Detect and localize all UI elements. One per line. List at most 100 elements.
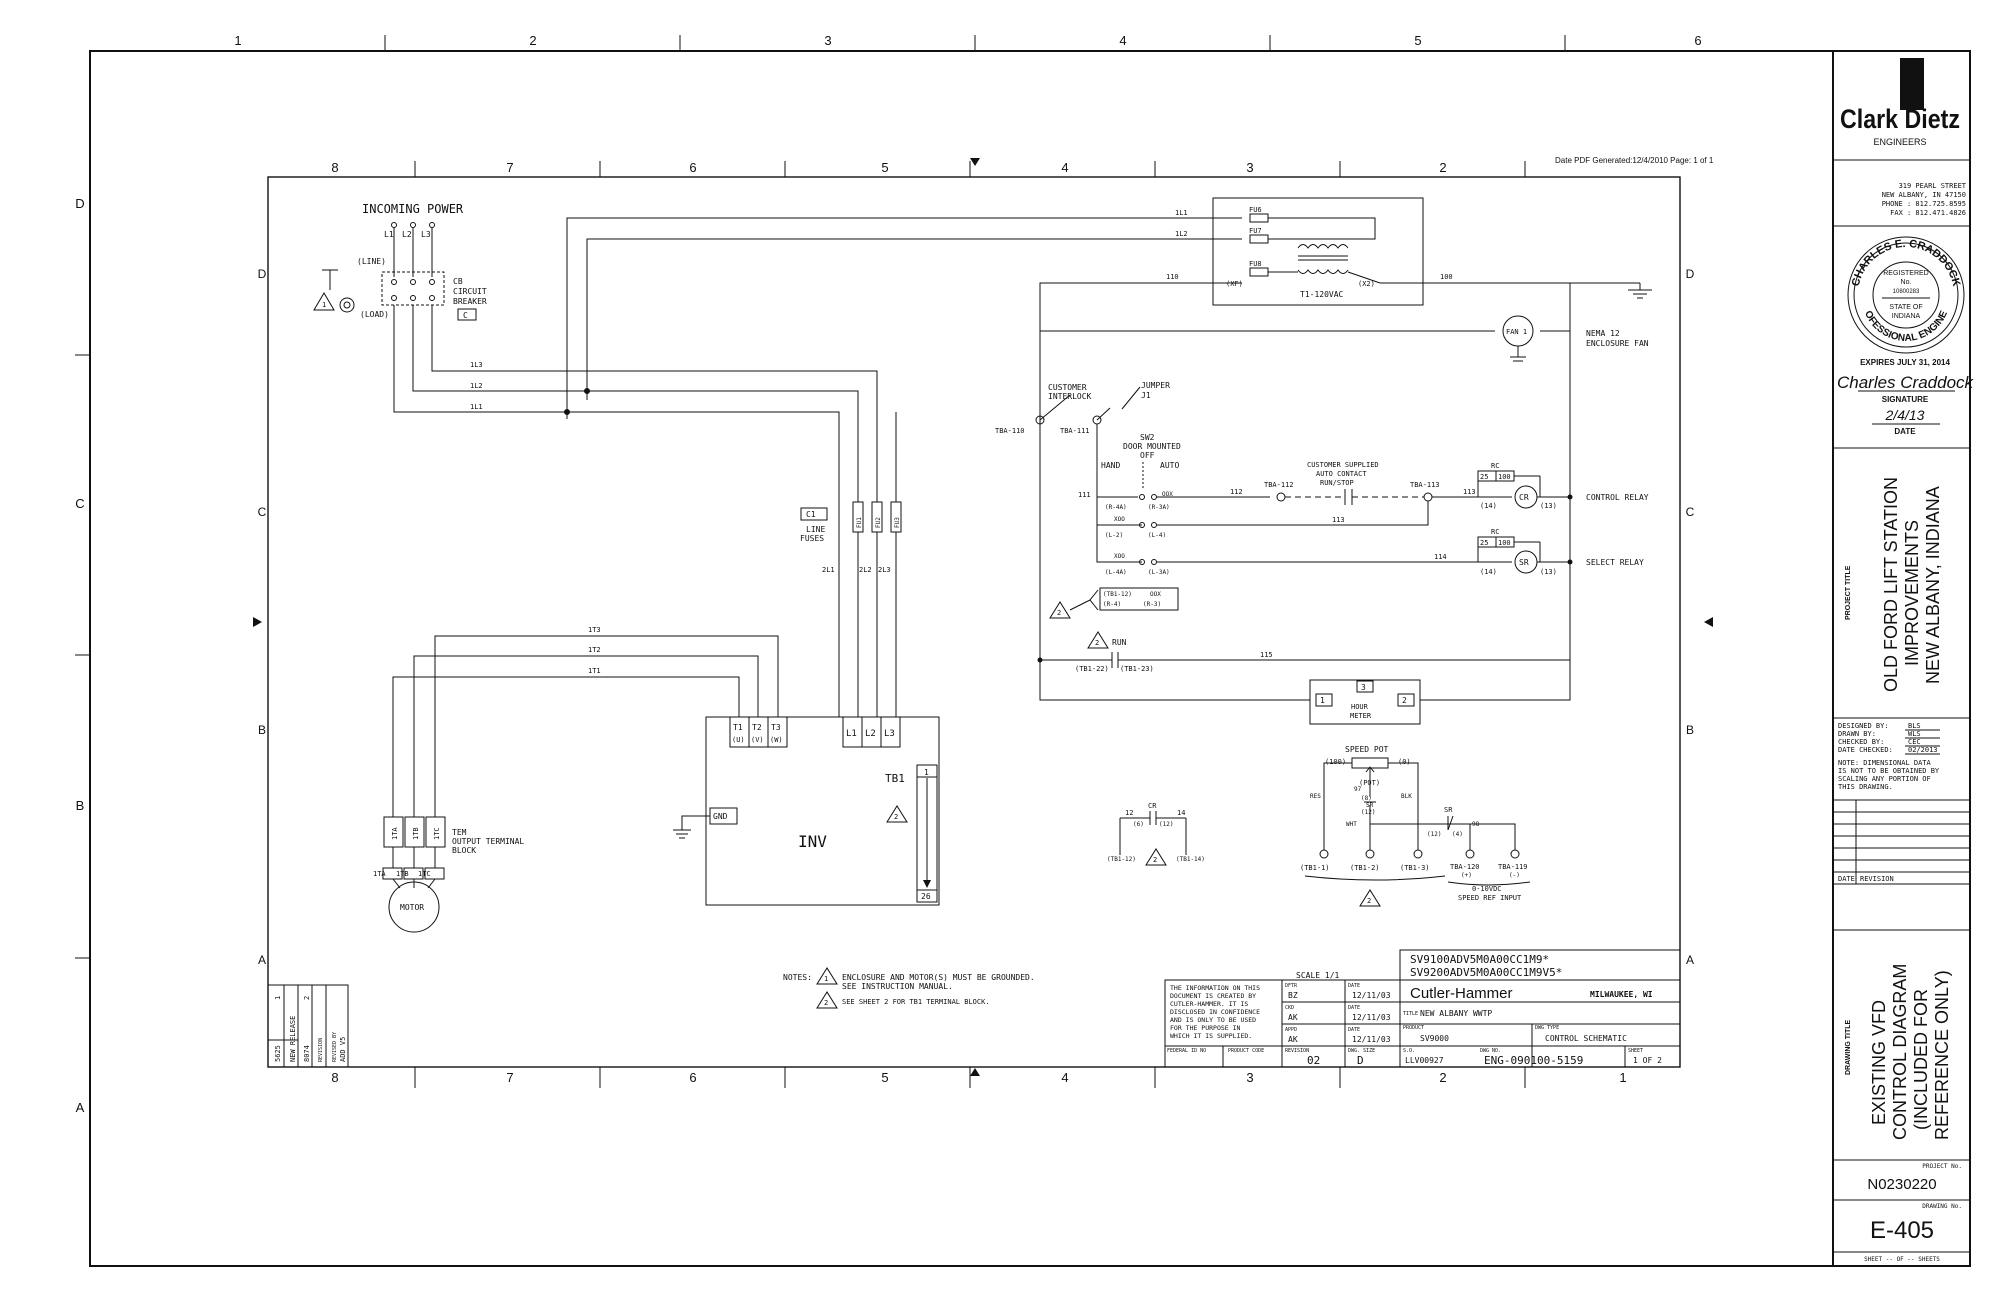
pdf-generated-note: Date PDF Generated:12/4/2010 Page: 1 of …	[1555, 156, 1714, 165]
svg-text:AK: AK	[1288, 1013, 1298, 1022]
svg-text:REVISION: REVISION	[1285, 1048, 1309, 1054]
svg-text:OLD FORD LIFT STATION: OLD FORD LIFT STATION	[1881, 477, 1901, 692]
svg-text:113: 113	[1332, 516, 1345, 524]
svg-text:(TB1-12): (TB1-12)	[1107, 856, 1136, 863]
svg-text:BLK: BLK	[1401, 793, 1412, 800]
svg-text:DRAWN BY:: DRAWN BY:	[1838, 730, 1876, 738]
svg-text:(TB1-14): (TB1-14)	[1176, 856, 1205, 863]
svg-text:(X2): (X2)	[1358, 280, 1375, 288]
svg-text:319 PEARL STREET: 319 PEARL STREET	[1899, 182, 1967, 190]
center-arrow-top	[970, 158, 980, 166]
svg-text:(XF): (XF)	[1226, 280, 1243, 288]
svg-text:NEW RELEASE: NEW RELEASE	[289, 1016, 297, 1062]
svg-text:RUN: RUN	[1112, 638, 1127, 647]
svg-text:CUSTOMER SUPPLIED: CUSTOMER SUPPLIED	[1307, 461, 1379, 469]
svg-text:(4): (4)	[1452, 831, 1463, 838]
svg-text:2: 2	[1057, 609, 1061, 617]
svg-text:(L-4): (L-4)	[1148, 532, 1166, 539]
svg-text:T3: T3	[771, 723, 781, 732]
svg-text:CONTROL SCHEMATIC: CONTROL SCHEMATIC	[1545, 1034, 1627, 1043]
note1-triangle-icon	[816, 967, 838, 985]
svg-text:SHEET: SHEET	[1628, 1048, 1643, 1054]
incoming-power-section: INCOMING POWER L1 L2 L3 (LINE) (LOAD) CB…	[313, 202, 487, 321]
svg-text:SIGNATURE: SIGNATURE	[1882, 395, 1929, 404]
svg-text:TBA-113: TBA-113	[1410, 481, 1440, 489]
svg-text:(+): (+)	[1461, 872, 1472, 879]
svg-text:REFERENCE ONLY): REFERENCE ONLY)	[1932, 970, 1952, 1140]
svg-text:J1: J1	[1141, 391, 1151, 400]
svg-text:(13): (13)	[1540, 502, 1557, 510]
svg-text:No.: No.	[1901, 279, 1912, 286]
svg-text:C1: C1	[806, 510, 816, 519]
svg-text:112: 112	[1230, 488, 1243, 496]
svg-text:(L-4A): (L-4A)	[1105, 569, 1127, 576]
svg-text:DWG TYPE: DWG TYPE	[1535, 1025, 1559, 1031]
svg-text:CUSTOMER: CUSTOMER	[1048, 383, 1087, 392]
svg-text:6: 6	[689, 1070, 696, 1085]
svg-text:L3: L3	[884, 729, 895, 739]
svg-text:FU3: FU3	[894, 517, 901, 528]
svg-text:(12): (12)	[1159, 821, 1173, 828]
svg-text:AUTO CONTACT: AUTO CONTACT	[1316, 470, 1367, 478]
svg-text:4: 4	[1061, 160, 1068, 175]
firm-title-block: Clark Dietz ENGINEERS 319 PEARL STREET N…	[0, 0, 1975, 1263]
svg-text:LINE: LINE	[806, 525, 825, 534]
svg-text:(TB1-2): (TB1-2)	[1350, 864, 1380, 872]
svg-text:1L1: 1L1	[1175, 209, 1188, 217]
output-wire-labels: 1T3 1T2 1T1	[588, 626, 601, 675]
svg-text:CHECKED BY:: CHECKED BY:	[1838, 738, 1884, 746]
svg-text:(14): (14)	[1480, 502, 1497, 510]
svg-text:XOO: XOO	[1114, 553, 1125, 560]
inner-frame	[267, 176, 1681, 1068]
svg-text:97: 97	[1354, 786, 1362, 793]
motor-icon	[388, 881, 440, 933]
svg-text:N0230220: N0230220	[1867, 1176, 1936, 1193]
svg-text:THIS DRAWING.: THIS DRAWING.	[1838, 783, 1893, 791]
svg-text:CONTROL RELAY: CONTROL RELAY	[1586, 493, 1649, 502]
svg-text:BLOCK: BLOCK	[452, 846, 476, 855]
svg-text:1: 1	[824, 975, 828, 983]
svg-text:TBA-119: TBA-119	[1498, 863, 1528, 871]
svg-text:RC: RC	[1491, 462, 1499, 470]
svg-text:GND: GND	[713, 812, 728, 821]
svg-text:3: 3	[1246, 160, 1253, 175]
svg-text:PHONE : 812.725.8595: PHONE : 812.725.8595	[1882, 200, 1966, 208]
svg-text:NOTE: DIMENSIONAL DATA: NOTE: DIMENSIONAL DATA	[1838, 759, 1932, 767]
svg-text:OOX: OOX	[1162, 491, 1173, 498]
svg-text:12/11/03: 12/11/03	[1352, 1035, 1391, 1044]
svg-text:METER: METER	[1350, 712, 1372, 720]
line-fuses: C1 LINE FUSES FU1 FU2 FU3 2L1 2L2 2L3	[800, 412, 902, 717]
svg-text:(L-2): (L-2)	[1105, 532, 1123, 539]
svg-text:SV9200ADV5M0A00CC1M9V5*: SV9200ADV5M0A00CC1M9V5*	[1410, 966, 1562, 979]
svg-text:B: B	[258, 723, 266, 737]
svg-text:L2: L2	[402, 230, 412, 239]
svg-text:LLV00927: LLV00927	[1405, 1056, 1444, 1065]
svg-text:JUMPER: JUMPER	[1141, 381, 1170, 390]
svg-text:2: 2	[1402, 696, 1407, 705]
svg-text:(TB1-1): (TB1-1)	[1300, 864, 1330, 872]
svg-text:2: 2	[1439, 1070, 1446, 1085]
svg-text:12/11/03: 12/11/03	[1352, 991, 1391, 1000]
svg-text:NEW ALBANY, INDIANA: NEW ALBANY, INDIANA	[1923, 486, 1943, 684]
svg-text:8: 8	[331, 1070, 338, 1085]
svg-text:OUTPUT TERMINAL: OUTPUT TERMINAL	[452, 837, 524, 846]
svg-text:BZ: BZ	[1288, 991, 1298, 1000]
svg-text:PRODUCT: PRODUCT	[1403, 1025, 1424, 1031]
svg-text:7: 7	[506, 160, 513, 175]
svg-text:(100): (100)	[1325, 758, 1346, 766]
svg-text:WHICH IT IS SUPPLIED.: WHICH IT IS SUPPLIED.	[1170, 1032, 1252, 1040]
svg-text:2: 2	[1153, 856, 1157, 864]
svg-text:B: B	[76, 798, 85, 813]
svg-text:FEDERAL ID NO: FEDERAL ID NO	[1167, 1048, 1206, 1054]
outer-column-labels: 1 2 3 4 5 6	[234, 33, 1701, 48]
svg-text:APPD: APPD	[1285, 1027, 1297, 1033]
svg-text:DWG NO.: DWG NO.	[1480, 1048, 1501, 1054]
svg-text:12/11/03: 12/11/03	[1352, 1013, 1391, 1022]
svg-text:TBA-111: TBA-111	[1060, 427, 1090, 435]
vendor-title-block: SV9100ADV5M0A00CC1M9* SV9200ADV5M0A00CC1…	[1164, 949, 1681, 1068]
svg-text:DISCLOSED IN CONFIDENCE: DISCLOSED IN CONFIDENCE	[1170, 1008, 1260, 1016]
svg-text:(12): (12)	[1361, 809, 1375, 816]
svg-text:L3: L3	[421, 230, 431, 239]
svg-text:FOR THE PURPOSE IN: FOR THE PURPOSE IN	[1170, 1024, 1241, 1032]
